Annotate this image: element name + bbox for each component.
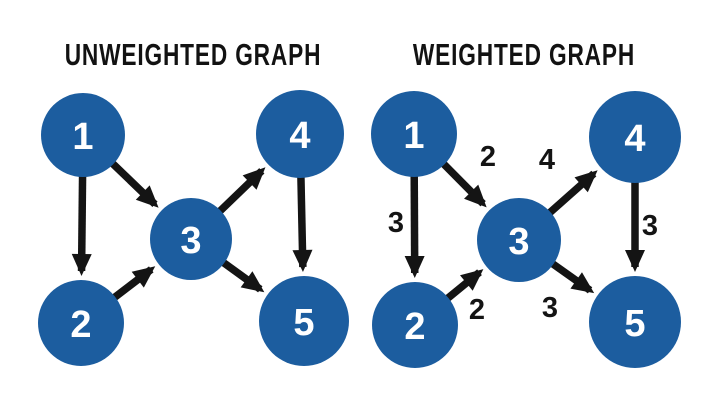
node-label-weighted-4: 4 <box>624 118 645 160</box>
edge-weight-weighted-3-to-5: 3 <box>542 292 558 324</box>
edge-weighted-2-to-3 <box>444 269 484 302</box>
edges-layer <box>71 160 645 302</box>
node-label-weighted-3: 3 <box>508 221 529 263</box>
edge-unweighted-1-to-3 <box>109 160 159 208</box>
edge-weight-weighted-2-to-3: 2 <box>469 294 485 326</box>
node-weighted-1 <box>371 91 457 177</box>
node-label-unweighted-3: 3 <box>180 220 201 262</box>
node-weighted-5 <box>589 276 681 368</box>
edge-weight-weighted-4-to-5: 3 <box>642 210 658 242</box>
edge-unweighted-2-to-3 <box>111 266 156 302</box>
node-unweighted-5 <box>259 276 349 366</box>
node-label-unweighted-4: 4 <box>289 115 310 157</box>
node-label-unweighted-1: 1 <box>72 116 93 158</box>
edge-weight-weighted-3-to-4: 4 <box>539 144 555 176</box>
node-label-unweighted-2: 2 <box>70 304 91 346</box>
edge-weighted-1-to-3 <box>440 160 487 208</box>
node-label-weighted-5: 5 <box>624 303 645 345</box>
node-weighted-4 <box>589 91 681 183</box>
node-label-weighted-2: 2 <box>404 306 425 348</box>
node-weighted-2 <box>372 282 458 368</box>
weighted-graph-title: WEIGHTED GRAPH <box>412 38 636 72</box>
edge-weight-weighted-1-to-3: 2 <box>480 141 496 173</box>
edge-weighted-1-to-2 <box>404 174 425 279</box>
node-weighted-3 <box>477 198 561 282</box>
edge-weight-weighted-1-to-2: 3 <box>388 207 404 239</box>
node-unweighted-1 <box>41 93 125 177</box>
edge-unweighted-3-to-4 <box>216 167 266 215</box>
node-label-weighted-1: 1 <box>403 115 424 157</box>
edge-unweighted-3-to-5 <box>220 258 265 293</box>
node-unweighted-3 <box>150 198 232 280</box>
edge-unweighted-4-to-5 <box>292 175 313 273</box>
edge-weighted-3-to-5 <box>549 260 595 294</box>
unweighted-graph-title: UNWEIGHTED GRAPH <box>64 38 322 72</box>
node-label-unweighted-5: 5 <box>293 302 314 344</box>
edge-unweighted-1-to-2 <box>71 174 92 277</box>
node-unweighted-4 <box>256 90 344 178</box>
node-unweighted-2 <box>38 280 124 366</box>
edge-weighted-3-to-4 <box>546 170 598 217</box>
